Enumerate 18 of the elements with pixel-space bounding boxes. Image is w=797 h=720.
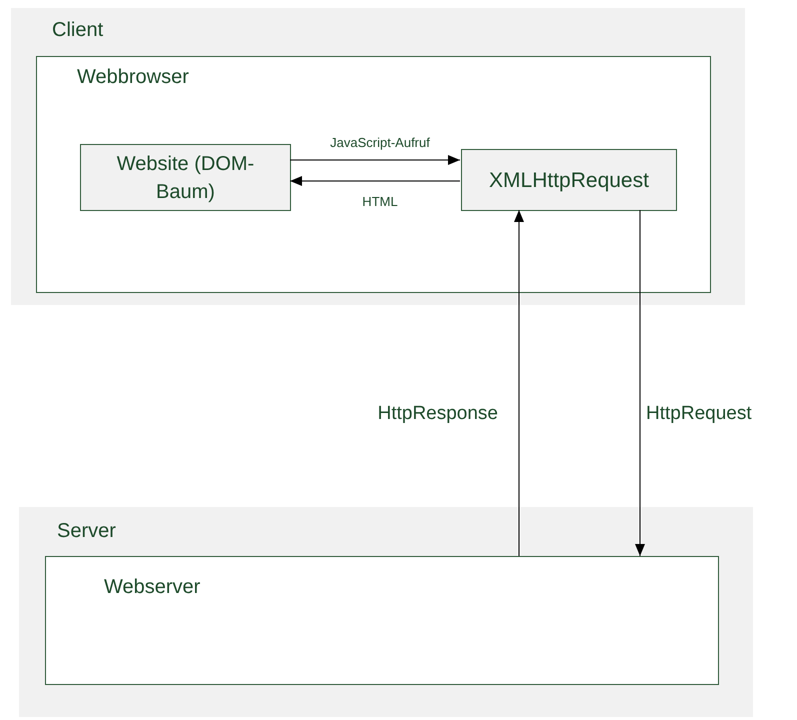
client-area xyxy=(11,8,745,305)
node-label: XMLHttpRequest xyxy=(489,170,649,190)
arrow xyxy=(514,210,524,556)
node-label: Webserver xyxy=(104,577,200,597)
node-label: Website (DOM-Baum) xyxy=(116,152,256,204)
node-label: Webbrowser xyxy=(77,67,189,87)
process-box xyxy=(80,144,291,211)
process-box xyxy=(461,149,677,211)
server-area xyxy=(19,507,753,717)
browser-box xyxy=(36,56,711,293)
server-box xyxy=(45,556,719,685)
node-label: Client xyxy=(52,20,104,40)
edge-label: JavaScript-Aufruf xyxy=(328,136,432,149)
arrow xyxy=(290,155,460,165)
edge-label: HTML xyxy=(360,195,400,208)
arrow xyxy=(290,176,460,186)
node-label: Server xyxy=(57,521,116,541)
arrow xyxy=(635,210,645,556)
